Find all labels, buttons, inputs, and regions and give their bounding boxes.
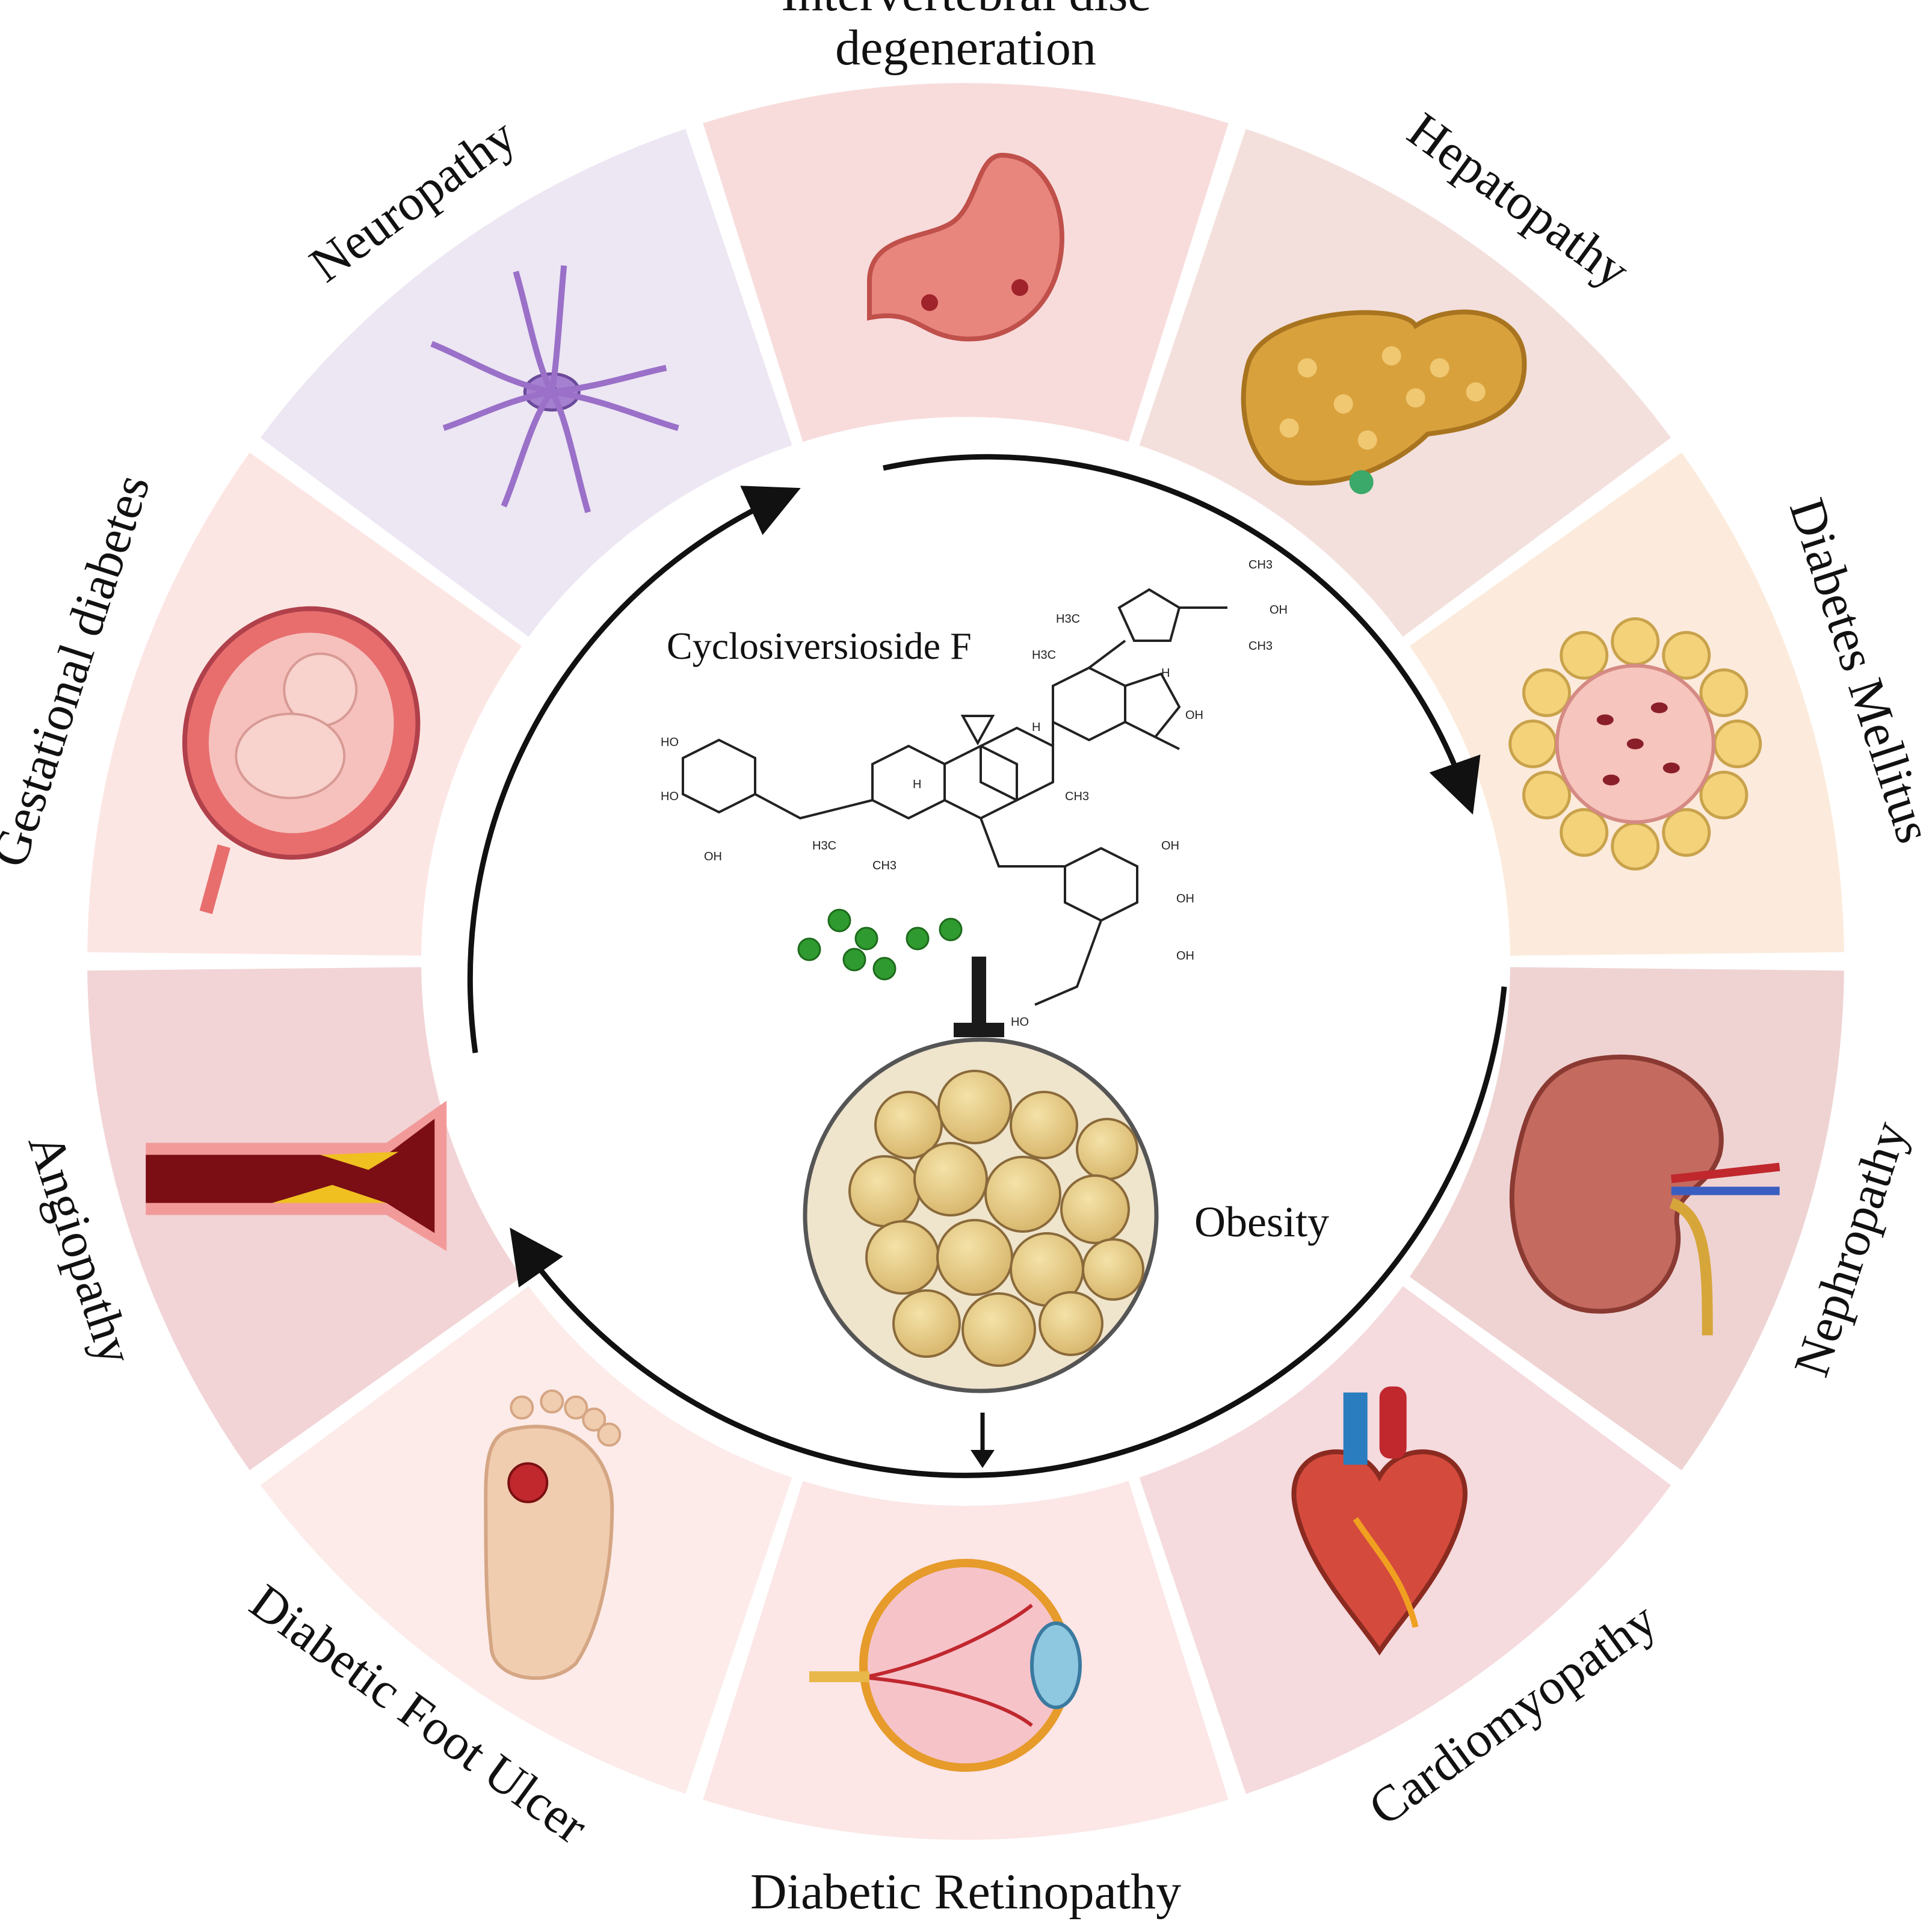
down-arrow	[971, 1413, 995, 1468]
artery-plaque-icon	[146, 1100, 447, 1251]
chem-group-label: HO	[661, 790, 679, 803]
foot-ulcer-icon	[484, 1389, 622, 1680]
molecule-dot	[854, 927, 878, 951]
chem-group-label: H3C	[1032, 649, 1056, 662]
cycle-arrows	[467, 454, 1507, 1478]
inhibition-symbol	[954, 957, 1004, 1037]
fat-cell	[1076, 1118, 1138, 1180]
fat-cell	[848, 1155, 921, 1227]
chem-group-label: CH3	[1248, 640, 1273, 653]
pancreatic-islet-icon	[1508, 617, 1762, 871]
center-disc	[433, 429, 1498, 1494]
fat-cell	[913, 1142, 988, 1216]
obesity-label: Obesity	[1194, 1198, 1329, 1246]
compound-structure	[682, 588, 1227, 1006]
chem-group-label: OH	[1176, 949, 1194, 963]
cycle-arrow-bottom	[510, 986, 1507, 1478]
chem-group-label: CH3	[1065, 790, 1089, 803]
adipose-tissue-icon	[803, 1037, 1159, 1393]
disease-icons	[146, 152, 1780, 1772]
cycle-arrow-left	[467, 486, 801, 1053]
fat-cell	[984, 1156, 1061, 1233]
fat-cell	[892, 1289, 961, 1358]
neuron-icon	[430, 265, 679, 513]
fat-cell	[1010, 1091, 1078, 1159]
chem-group-label: OH	[1161, 839, 1179, 853]
chem-group-label: H3C	[1056, 612, 1080, 626]
molecule-dot	[842, 948, 866, 972]
chem-group-label: OH	[1270, 603, 1288, 617]
chem-group-label: H	[1161, 667, 1170, 680]
molecule-dot	[797, 937, 821, 961]
chem-group-label: H3C	[812, 839, 836, 853]
chem-group-label: HO	[1011, 1016, 1029, 1029]
cycle-arrow-top-right	[883, 454, 1481, 815]
fat-cell	[1082, 1238, 1144, 1301]
chem-group-label: OH	[704, 850, 722, 863]
fat-cell	[937, 1070, 1012, 1144]
chem-group-label: OH	[1176, 892, 1194, 905]
molecule-dot	[827, 908, 851, 933]
chem-group-label: CH3	[872, 859, 897, 872]
fat-cell	[961, 1292, 1036, 1367]
label-intervertebral: Intervertebral discdegeneration	[781, 0, 1150, 76]
chem-group-label: H	[913, 778, 921, 791]
liver-icon	[1241, 309, 1527, 495]
fetus-uterus-icon	[182, 606, 421, 914]
fat-cell	[936, 1219, 1013, 1296]
kidney-icon	[1509, 1055, 1780, 1336]
fat-cell	[874, 1091, 943, 1159]
chem-group-label: H	[1032, 721, 1040, 734]
compound-group-labels: HOHOOHH3CCH3HH3CHCH3OHOHOHOHHOCH3H3CCH3O…	[661, 558, 1288, 1029]
molecule-dots	[797, 908, 963, 981]
fat-cell	[1039, 1291, 1103, 1356]
fat-cell	[865, 1220, 940, 1295]
label-diabetic-retinopathy: Diabetic Retinopathy	[750, 1864, 1181, 1920]
eye-icon	[809, 1559, 1082, 1772]
molecule-dot	[939, 917, 963, 942]
heart-icon	[1291, 1386, 1468, 1656]
segment-angiopathy	[87, 967, 522, 1470]
molecule-dot	[906, 927, 930, 951]
fat-cell	[1060, 1174, 1130, 1244]
stomach-icon	[867, 152, 1064, 342]
chem-group-label: HO	[661, 736, 679, 749]
molecule-dot	[872, 957, 897, 981]
chem-group-label: CH3	[1248, 558, 1273, 572]
chem-group-label: OH	[1185, 709, 1203, 722]
compound-name: Cyclosiversioside F	[667, 624, 972, 667]
